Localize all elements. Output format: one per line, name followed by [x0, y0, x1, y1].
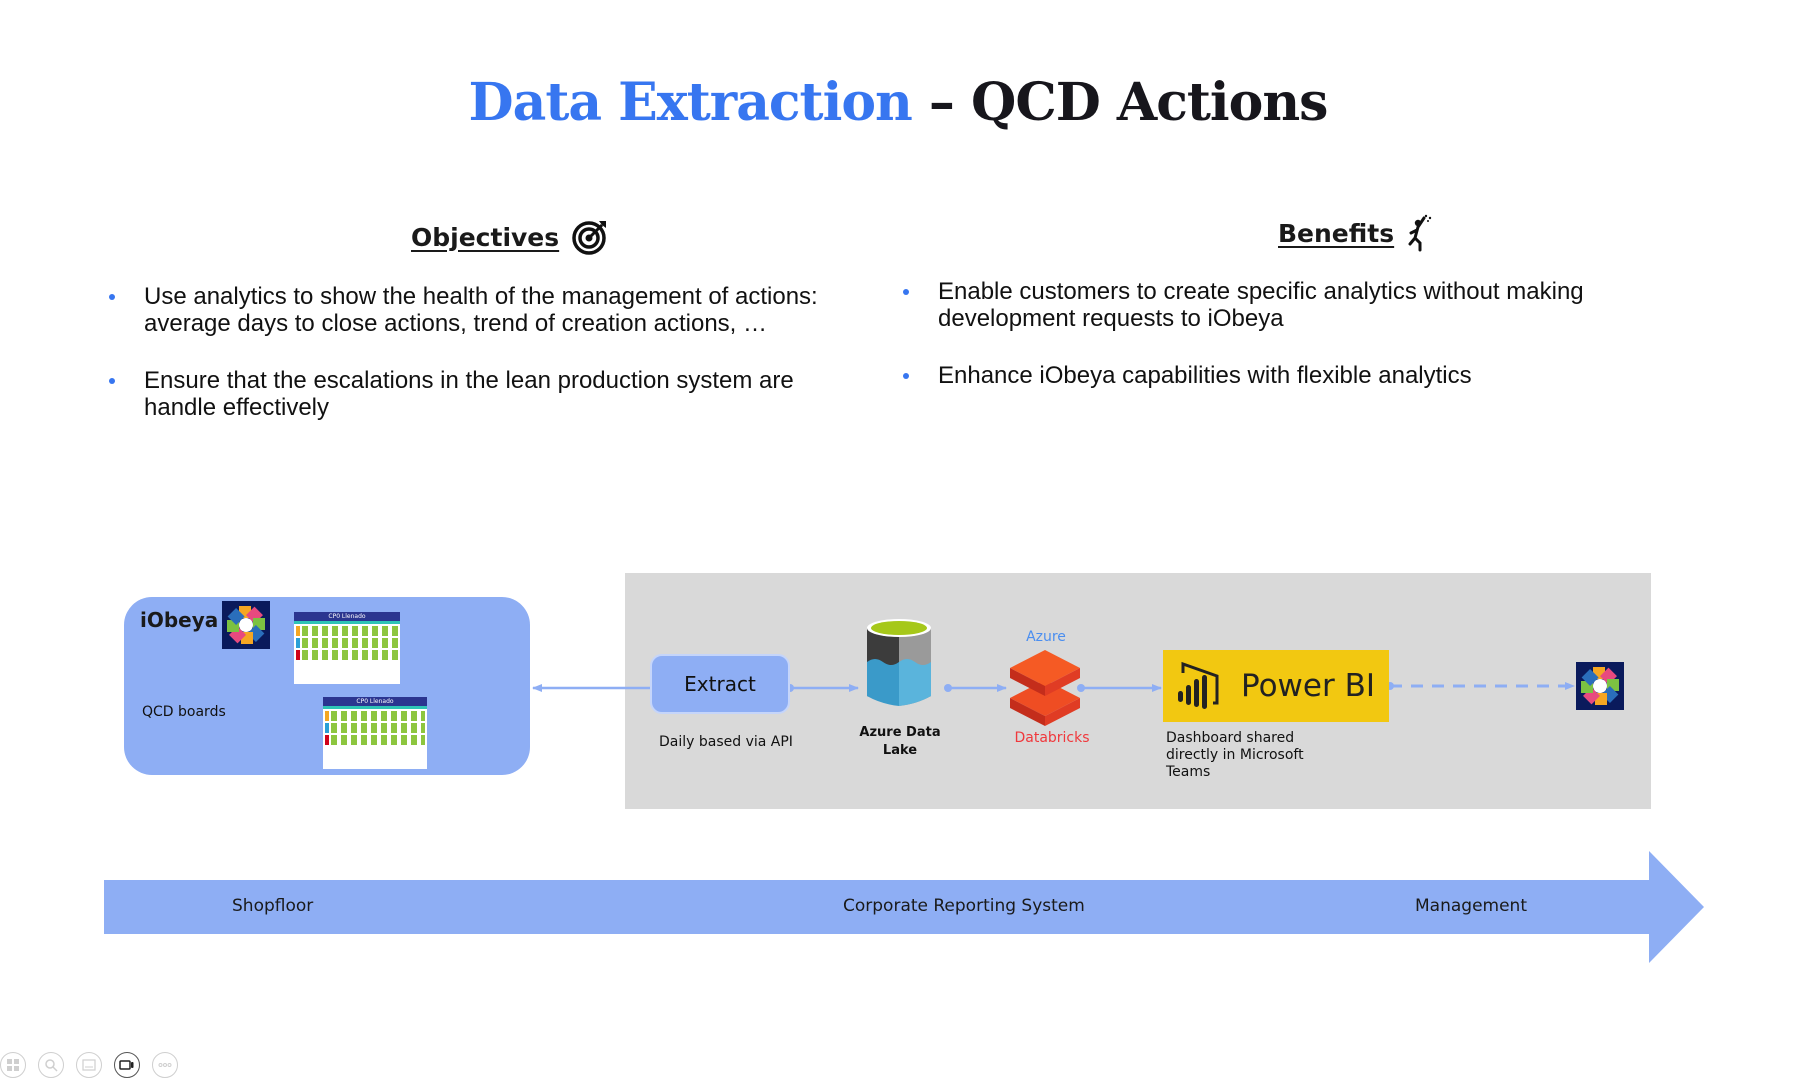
- video-icon[interactable]: [114, 1052, 140, 1078]
- extract-caption: Daily based via API: [659, 734, 793, 750]
- powerbi-caption: Dashboard shared directly in Microsoft T…: [1166, 730, 1304, 781]
- benefit-item: Enhance iObeya capabilities with flexibl…: [902, 362, 1662, 389]
- data-lake-label: Azure Data Lake: [852, 724, 948, 760]
- benefits-heading: Benefits: [1278, 214, 1432, 252]
- powerbi-label: Power BI: [1241, 668, 1375, 704]
- benefit-item: Enable customers to create specific anal…: [902, 278, 1662, 332]
- board-title: CP0 Llenado: [323, 697, 427, 706]
- iobeya-logo-icon: [222, 601, 270, 649]
- target-icon: [572, 221, 607, 255]
- grid-icon[interactable]: [0, 1052, 26, 1078]
- data-lake-label-line1: Azure Data: [859, 725, 941, 740]
- qcd-board-thumbnail: CP0 Llenado: [294, 612, 400, 684]
- objective-item: Use analytics to show the health of the …: [108, 283, 858, 337]
- powerbi-icon: [1178, 661, 1219, 709]
- databricks-bottom-label: Databricks: [1014, 730, 1090, 746]
- presentation-controls: [0, 1052, 178, 1078]
- powerbi-caption-line3: Teams: [1166, 764, 1211, 780]
- benefits-heading-text: Benefits: [1278, 218, 1395, 248]
- band-label-corporate: Corporate Reporting System: [843, 896, 1085, 916]
- powerbi-node: Power BI: [1163, 650, 1389, 722]
- benefits-list: Enable customers to create specific anal…: [902, 278, 1662, 419]
- more-icon[interactable]: [152, 1052, 178, 1078]
- powerbi-caption-line1: Dashboard shared: [1166, 730, 1295, 746]
- iobeya-target-logo-icon: [1576, 662, 1624, 710]
- extract-node: Extract: [650, 654, 790, 714]
- title-highlight: Data Extraction: [468, 72, 913, 133]
- corporate-system-panel: [625, 573, 1651, 809]
- board-title: CP0 Llenado: [294, 612, 400, 621]
- qcd-boards-label: QCD boards: [142, 704, 226, 720]
- zoom-icon[interactable]: [38, 1052, 64, 1078]
- page-title: Data Extraction – QCD Actions: [0, 72, 1796, 133]
- qcd-board-thumbnail: CP0 Llenado: [323, 697, 427, 769]
- objectives-heading: Objectives: [411, 218, 609, 256]
- azure-data-lake-icon: [867, 619, 931, 706]
- subtitles-icon[interactable]: [76, 1052, 102, 1078]
- celebrating-person-icon: [1408, 214, 1432, 252]
- objectives-list: Use analytics to show the health of the …: [108, 283, 858, 451]
- powerbi-caption-line2: directly in Microsoft: [1166, 747, 1304, 763]
- flow-band: [104, 880, 1652, 934]
- objective-item: Ensure that the escalations in the lean …: [108, 367, 858, 421]
- objectives-heading-text: Objectives: [411, 222, 560, 252]
- iobeya-label: iObeya: [140, 608, 219, 632]
- databricks-top-label: Azure: [1026, 629, 1066, 645]
- data-lake-label-line2: Lake: [882, 743, 918, 758]
- flow-arrowhead-icon: [1649, 851, 1704, 963]
- band-label-management: Management: [1415, 896, 1527, 916]
- title-rest: – QCD Actions: [911, 72, 1329, 133]
- databricks-icon: [1010, 650, 1080, 726]
- band-label-shopfloor: Shopfloor: [232, 896, 314, 916]
